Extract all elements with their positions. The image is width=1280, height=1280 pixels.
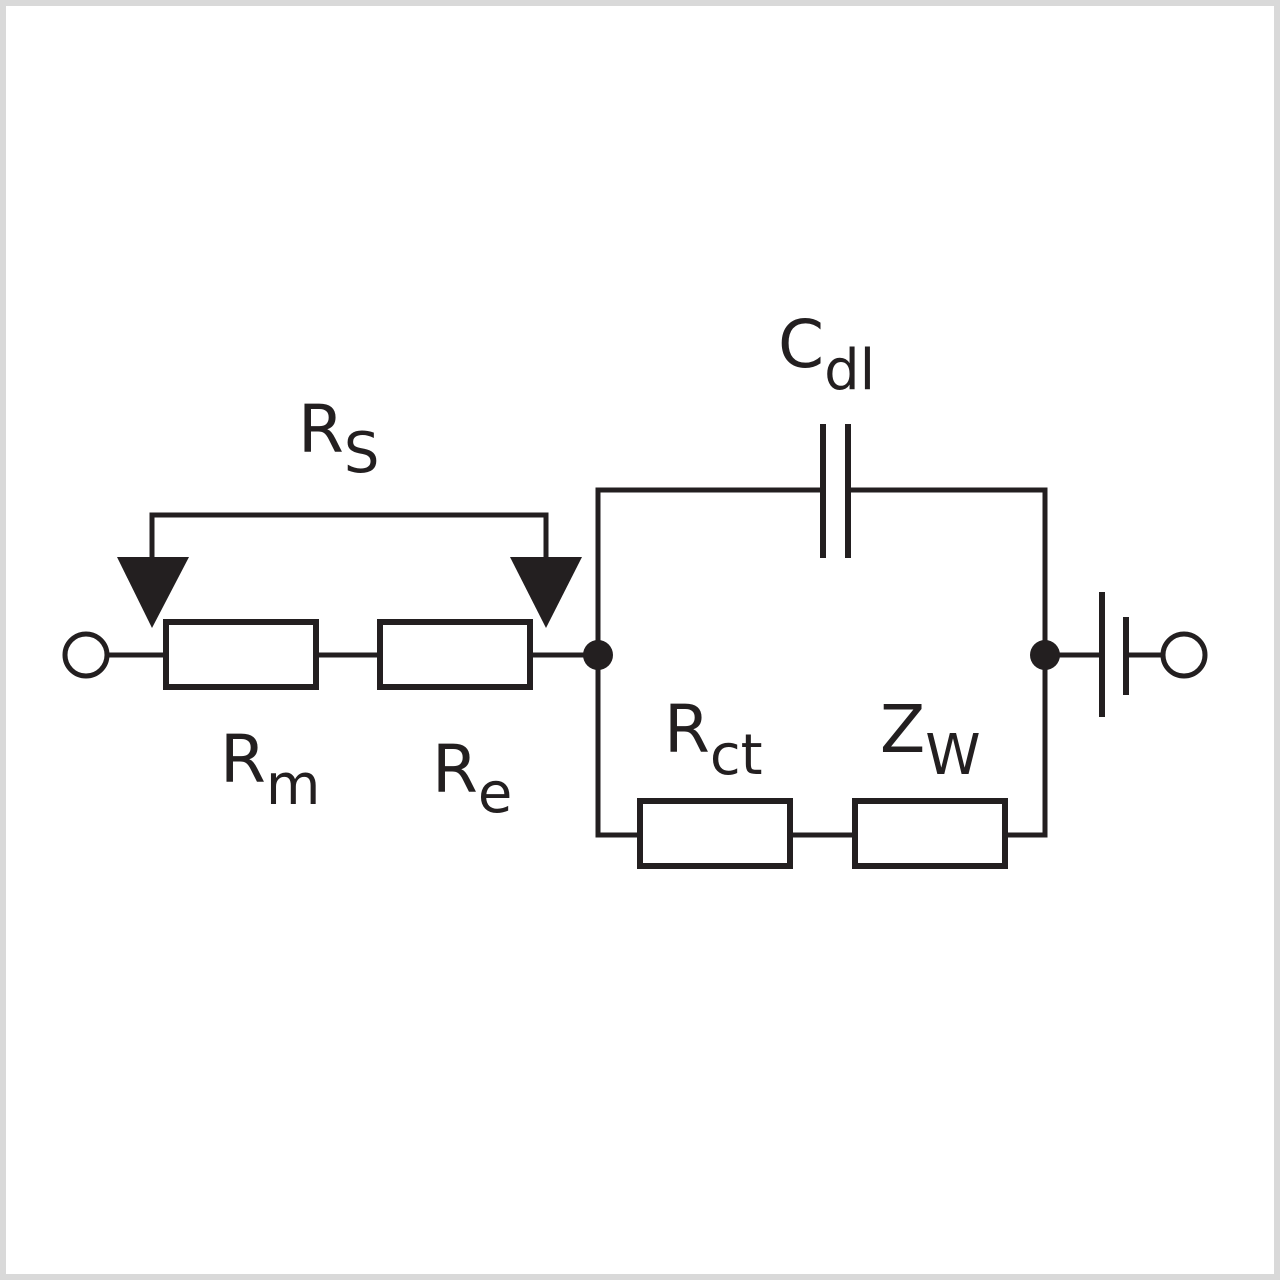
rs-arrow-left	[117, 557, 189, 628]
terminal-right	[1160, 631, 1208, 679]
rs-bracket	[149, 512, 549, 563]
junction-node-left	[583, 640, 613, 670]
junction-node-right	[1030, 640, 1060, 670]
rs-arrow-right	[510, 557, 582, 628]
label-zw: ZW	[880, 691, 981, 788]
terminal-left	[62, 631, 110, 679]
label-cdl: Cdl	[778, 306, 875, 403]
label-rm: Rm	[220, 721, 320, 818]
label-re: Re	[432, 731, 512, 826]
label-rct: Rct	[664, 691, 763, 788]
resistor-rm	[163, 619, 319, 690]
resistor-rct	[637, 798, 793, 869]
resistor-re	[377, 619, 533, 690]
label-rs: RS	[298, 391, 379, 486]
impedance-zw	[852, 798, 1008, 869]
